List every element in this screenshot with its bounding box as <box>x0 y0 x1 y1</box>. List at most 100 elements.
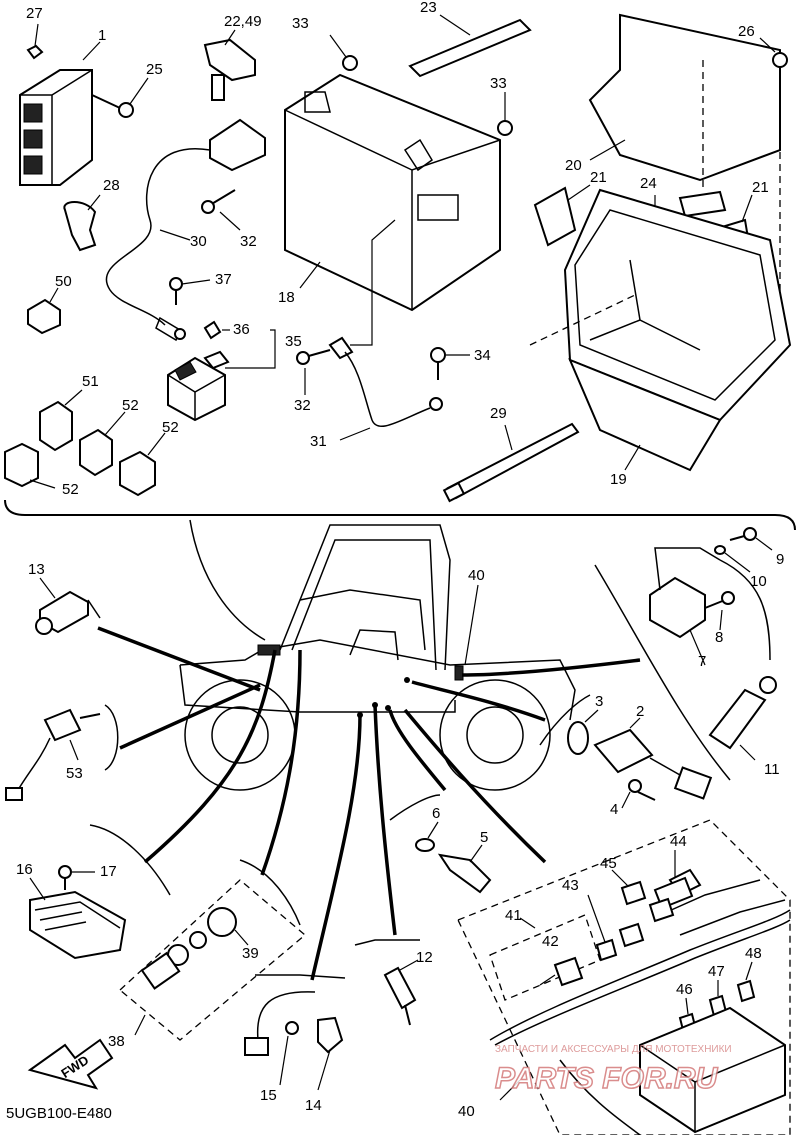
fuse-box-part <box>639 1006 786 1134</box>
watermark-logo-text: PARTS FOR.RU <box>495 1062 719 1095</box>
negative-lead-part-31 <box>328 219 443 441</box>
nut-part-33a <box>329 34 358 71</box>
spark-plug-part-12 <box>383 959 419 1026</box>
label-p33b: 33 <box>490 75 507 92</box>
rectifier-part-16 <box>29 877 127 960</box>
coupler-part-52a <box>79 411 126 477</box>
bolt-part-8 <box>704 591 735 631</box>
label-p26: 26 <box>738 23 755 40</box>
cable-tie-part-29 <box>442 422 580 503</box>
label-p50: 50 <box>55 273 72 290</box>
bolt-part-34 <box>430 347 470 380</box>
label-p40a: 40 <box>468 567 485 584</box>
label-p51: 51 <box>82 373 99 390</box>
label-p29: 29 <box>490 405 507 422</box>
label-p37: 37 <box>215 271 232 288</box>
strap-part-23 <box>408 14 532 78</box>
sensor-part-13 <box>35 577 89 635</box>
label-p13: 13 <box>28 561 45 578</box>
label-p31: 31 <box>310 433 327 450</box>
harness-sub-part-41 <box>489 914 601 1001</box>
washer-part-10 <box>714 545 751 573</box>
label-p20: 20 <box>565 157 582 174</box>
coupler-part-52c <box>4 442 56 489</box>
label-p28: 28 <box>103 177 120 194</box>
speed-sensor-part-53 <box>5 708 101 801</box>
label-p5: 5 <box>480 829 488 846</box>
battery-box-part-19 <box>529 188 792 472</box>
label-p8: 8 <box>715 629 723 646</box>
sensor-part-2 <box>593 717 713 800</box>
label-p12: 12 <box>416 949 433 966</box>
diagram-code: 5UGB100-E480 <box>6 1105 112 1122</box>
label-p30: 30 <box>190 233 207 250</box>
section-divider <box>4 499 796 531</box>
coupler-part-52b <box>119 432 166 497</box>
plug-cap-part-11 <box>708 559 777 761</box>
bolt-part-32a <box>201 189 241 231</box>
washer-part-27 <box>26 23 44 60</box>
label-p23: 23 <box>420 0 437 16</box>
label-p34: 34 <box>474 347 491 364</box>
sensor-part-5 <box>437 844 492 894</box>
gasket-part-6 <box>415 821 439 852</box>
label-p7: 7 <box>698 653 706 670</box>
label-p43: 43 <box>562 877 579 894</box>
bolt-part-4 <box>621 779 656 809</box>
label-p44: 44 <box>670 833 687 850</box>
label-p52a: 52 <box>122 397 139 414</box>
cdi-unit-part-1 <box>19 41 101 186</box>
switch-group-part-38 <box>119 879 307 1041</box>
relay-part-45 <box>611 869 675 948</box>
vehicle-outline <box>179 519 576 791</box>
label-p16: 16 <box>16 861 33 878</box>
nut-part-33b <box>497 92 513 136</box>
watermark: ЗАПЧАСТИ И АКСЕССУАРЫ ДЛЯ МОТОТЕХНИКИ PA… <box>494 1044 731 1096</box>
label-p38: 38 <box>108 1033 125 1050</box>
label-p6: 6 <box>432 805 440 822</box>
bolt-part-9 <box>729 527 773 551</box>
part-labels: 1 27 25 22,49 33 23 33 26 28 20 21 24 21… <box>16 0 784 1120</box>
label-p45: 45 <box>600 855 617 872</box>
hose-part-15 <box>244 991 316 1086</box>
clip-part-28 <box>63 194 101 252</box>
clamp-part-22-49 <box>203 29 256 101</box>
label-p52c: 52 <box>62 481 79 498</box>
label-p32a: 32 <box>240 233 257 250</box>
bolt-part-32b <box>296 349 331 395</box>
label-p36: 36 <box>233 321 250 338</box>
label-p19: 19 <box>610 471 627 488</box>
label-p2: 2 <box>636 703 644 720</box>
label-p21b: 21 <box>752 179 769 196</box>
label-p53: 53 <box>66 765 83 782</box>
pad-part-21a <box>533 184 591 247</box>
label-p3: 3 <box>595 693 603 710</box>
label-p10: 10 <box>750 573 767 590</box>
label-p18: 18 <box>278 289 295 306</box>
label-p35: 35 <box>285 333 302 350</box>
label-p41: 41 <box>505 907 522 924</box>
label-p33a: 33 <box>292 15 309 32</box>
sensor-part-14 <box>317 1016 344 1091</box>
relay-part-50 <box>27 287 61 335</box>
label-p14: 14 <box>305 1097 322 1114</box>
label-p32b: 32 <box>294 397 311 414</box>
coupler-part-51 <box>39 389 83 452</box>
label-p47: 47 <box>708 963 725 980</box>
label-p25: 25 <box>146 61 163 78</box>
bracket-arcs <box>87 564 731 979</box>
switch-part-39 <box>140 907 249 990</box>
bolt-part-37 <box>169 277 211 305</box>
battery-cover-part-20 <box>588 13 781 190</box>
label-p21a: 21 <box>590 169 607 186</box>
o-ring-part-3 <box>567 709 599 755</box>
label-p11: 11 <box>764 761 780 778</box>
fuse-part-48 <box>736 961 756 1003</box>
label-p42: 42 <box>542 933 559 950</box>
label-p48: 48 <box>745 945 762 962</box>
callout-lines <box>97 584 641 981</box>
starter-relay-part-35 <box>167 320 276 422</box>
bolt-part-17 <box>58 865 95 890</box>
label-p27: 27 <box>26 5 43 22</box>
wire-harness-part-40 <box>457 819 791 1135</box>
